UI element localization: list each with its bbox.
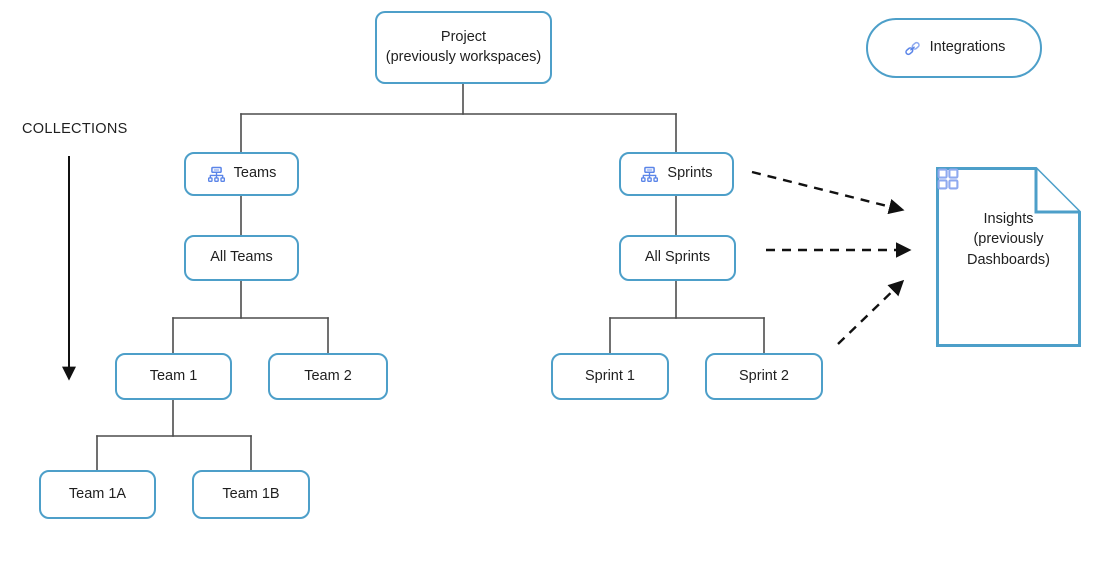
node-project[interactable]: Project (previously workspaces) [375, 11, 552, 84]
node-sprint-2[interactable]: Sprint 2 [705, 353, 823, 400]
node-all-sprints-label: All Sprints [644, 249, 711, 266]
node-team-1a-label: Team 1A [68, 485, 127, 502]
node-team-1b-label: Team 1B [222, 485, 280, 502]
node-all-teams[interactable]: All Teams [184, 235, 299, 281]
node-sprint-2-label: Sprint 2 [739, 367, 789, 384]
edge-sprints-insights [751, 170, 905, 215]
node-sprints-label: Sprints [667, 165, 713, 182]
link-chain-icon [903, 39, 922, 58]
node-project-label: Project (previously workspaces) [385, 28, 542, 65]
node-integrations-label: Integrations [929, 39, 1006, 56]
node-sprints[interactable]: Sprints [619, 152, 734, 196]
node-team-1b[interactable]: Team 1B [192, 470, 310, 519]
node-team-1-label: Team 1 [149, 367, 198, 384]
node-all-sprints[interactable]: All Sprints [619, 235, 736, 281]
node-integrations[interactable]: Integrations [866, 18, 1042, 78]
node-teams[interactable]: Teams [184, 152, 299, 196]
node-teams-label: Teams [233, 165, 277, 182]
node-team-2[interactable]: Team 2 [268, 353, 388, 400]
node-team-2-label: Team 2 [304, 367, 352, 384]
edge-sprint2-insights [837, 279, 905, 345]
node-all-teams-label: All Teams [210, 249, 273, 266]
node-insights[interactable]: Insights (previously Dashboards) [936, 167, 1081, 347]
node-insights-label: Insights (previously Dashboards) [966, 211, 1050, 268]
node-sprint-1[interactable]: Sprint 1 [551, 353, 669, 400]
node-team-1a[interactable]: Team 1A [39, 470, 156, 519]
node-sprint-1-label: Sprint 1 [585, 367, 635, 384]
hierarchy-icon [207, 165, 226, 184]
node-team-1[interactable]: Team 1 [115, 353, 232, 400]
hierarchy-icon [640, 165, 659, 184]
collections-annotation-label: COLLECTIONS [22, 121, 128, 137]
